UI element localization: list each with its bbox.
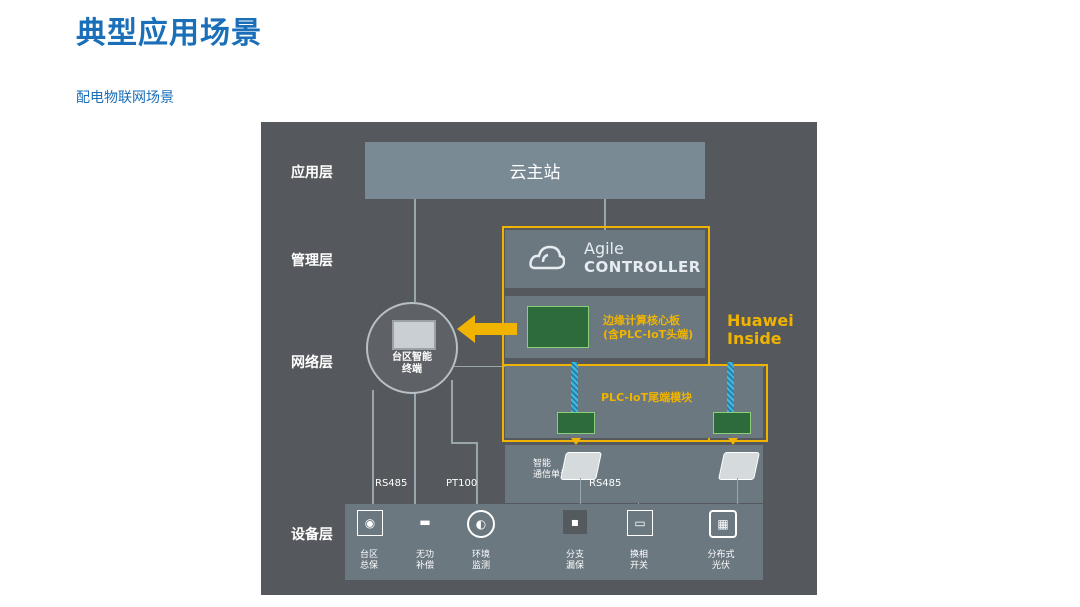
meter-icon: ◉ xyxy=(357,510,383,536)
bus-label-rs485-right: RS485 xyxy=(589,478,622,489)
solar-icon: ▦ xyxy=(709,510,737,538)
device-environment-line1: 环境 xyxy=(471,550,490,560)
line-rs485-left-1 xyxy=(372,390,374,442)
plc-coupler-left-icon xyxy=(571,362,578,412)
edge-board-line1: 边缘计算核心板 xyxy=(603,314,680,327)
agile-controller: Agile CONTROLLER xyxy=(505,230,705,288)
device-label-meter: 台区 总保 xyxy=(349,550,389,572)
arrow-left-body xyxy=(473,323,517,335)
plc-coupler-right-icon xyxy=(727,362,734,412)
device-label-environment: 环境 监测 xyxy=(461,550,501,572)
arrow-down-left-icon xyxy=(571,438,581,445)
comm-unit-line2: 通信单元 xyxy=(533,470,570,480)
device-meter-line2: 总保 xyxy=(359,561,378,571)
line-cloud-controller xyxy=(604,199,606,230)
device-leakage-line1: 分支 xyxy=(565,550,584,560)
distribution-iot-diagram: 应用层 管理层 网络层 设备层 云主站 Agile CONTROLLER 边缘计… xyxy=(261,122,817,595)
edge-computing-row: 边缘计算核心板 (含PLC-IoT头端) xyxy=(505,296,705,358)
plc-module-label: PLC-IoT尾端模块 xyxy=(601,391,693,404)
comm-unit-line1: 智能 xyxy=(533,459,552,469)
environment-icon: ◐ xyxy=(467,510,495,538)
bus-label-pt100: PT100 xyxy=(446,478,478,489)
page-title: 典型应用场景 xyxy=(76,16,262,51)
device-band xyxy=(345,504,763,580)
cloud-logo-icon xyxy=(529,245,565,270)
line-rs485-left-3 xyxy=(372,442,374,504)
line-pt100-right-3 xyxy=(476,442,478,504)
layer-label-application: 应用层 xyxy=(291,165,333,181)
section-link[interactable]: 配电物联网场景 xyxy=(76,90,174,106)
comm-unit-left-icon xyxy=(560,452,602,480)
edge-board-label: 边缘计算核心板 (含PLC-IoT头端) xyxy=(603,314,693,342)
device-label-leakage: 分支 漏保 xyxy=(555,550,595,572)
leakage-icon: ▪ xyxy=(563,510,587,534)
device-label-solar: 分布式 光伏 xyxy=(701,550,741,572)
huawei-inside-line2: Inside xyxy=(727,329,782,348)
layer-label-network: 网络层 xyxy=(291,355,333,371)
bus-label-rs485-left: RS485 xyxy=(375,478,408,489)
line-pt100-right-1 xyxy=(451,380,453,442)
line-pt100-mid xyxy=(414,390,416,504)
cloud-master-station: 云主站 xyxy=(365,142,705,199)
line-comm-leakage xyxy=(580,478,581,504)
device-compensation-line1: 无功 xyxy=(415,550,434,560)
device-meter-line1: 台区 xyxy=(359,550,378,560)
layer-label-device: 设备层 xyxy=(291,527,333,543)
device-switch-line2: 开关 xyxy=(629,561,648,571)
layer-label-management: 管理层 xyxy=(291,253,333,269)
agile-controller-line2: CONTROLLER xyxy=(584,258,701,276)
arrow-down-right-icon xyxy=(728,438,738,445)
switch-icon: ▭ xyxy=(627,510,653,536)
device-solar-line1: 分布式 xyxy=(707,550,735,560)
compensation-icon: ▬ xyxy=(419,515,431,529)
edge-board-line2: (含PLC-IoT头端) xyxy=(603,328,694,341)
edge-board-image xyxy=(527,306,589,348)
plc-frame xyxy=(502,364,768,442)
arrow-left-icon xyxy=(457,315,475,343)
huawei-inside-label: Huawei Inside xyxy=(727,312,794,348)
device-label-compensation: 无功 补偿 xyxy=(405,550,445,572)
device-label-switch: 换相 开关 xyxy=(619,550,659,572)
area-smart-terminal: 台区智能 终端 xyxy=(366,302,458,394)
line-comm-solar xyxy=(737,478,738,504)
terminal-line2: 终端 xyxy=(402,364,422,375)
line-cloud-terminal xyxy=(414,199,416,302)
comm-unit-right-icon xyxy=(718,452,760,480)
device-leakage-line2: 漏保 xyxy=(565,561,584,571)
plc-module-left-image xyxy=(557,412,595,434)
device-compensation-line2: 补偿 xyxy=(415,561,434,571)
terminal-device-icon xyxy=(392,320,436,350)
cloud-master-station-label: 云主站 xyxy=(509,163,561,183)
device-switch-line1: 换相 xyxy=(629,550,648,560)
terminal-line1: 台区智能 xyxy=(392,352,432,363)
device-environment-line2: 监测 xyxy=(471,561,490,571)
plc-module-row: PLC-IoT尾端模块 xyxy=(505,362,763,438)
line-pt100-right-2 xyxy=(451,442,478,444)
plc-module-right-image xyxy=(713,412,751,434)
agile-controller-line1: Agile xyxy=(584,239,624,258)
terminal-label: 台区智能 终端 xyxy=(368,352,456,376)
comm-unit-label: 智能 通信单元 xyxy=(533,459,569,481)
device-solar-line2: 光伏 xyxy=(711,561,730,571)
huawei-inside-line1: Huawei xyxy=(727,311,794,330)
